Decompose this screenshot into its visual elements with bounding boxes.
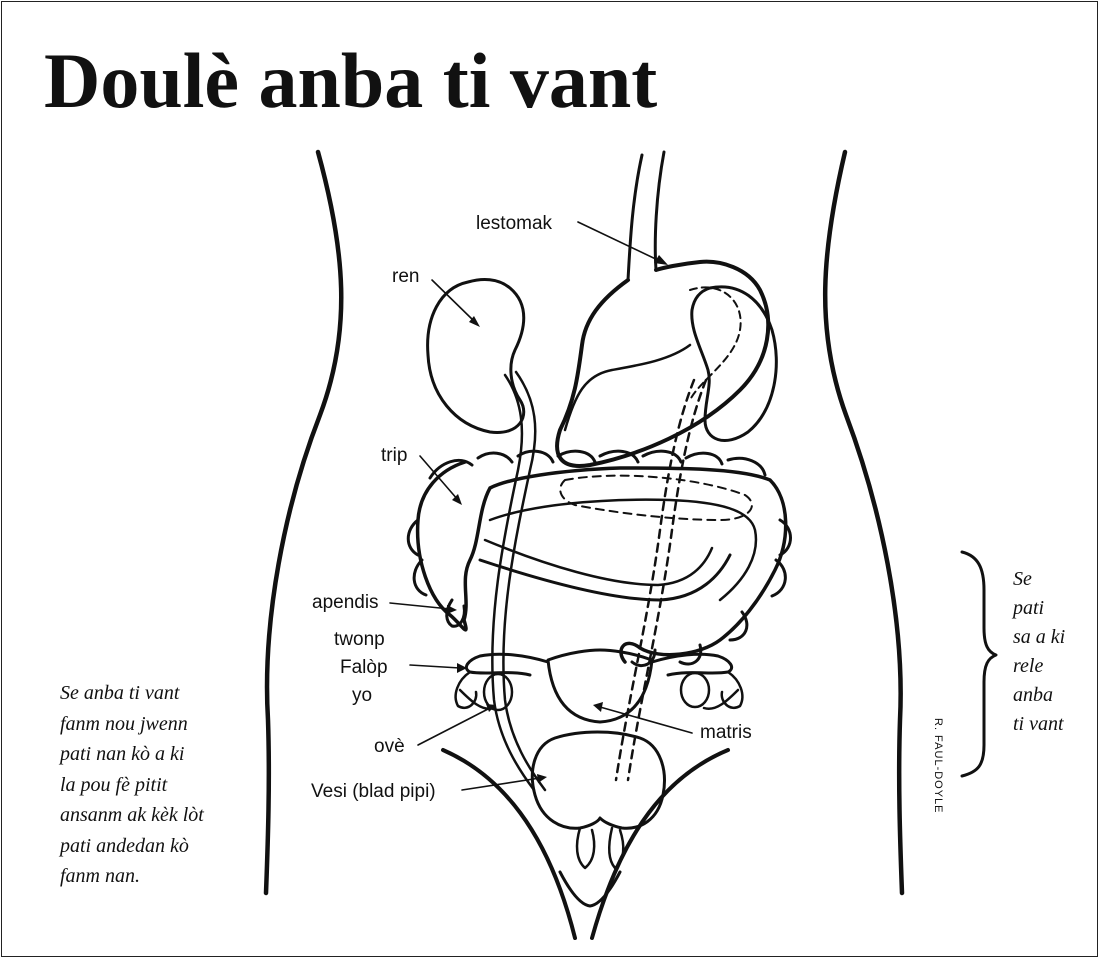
- label-ove: ovè: [374, 736, 405, 757]
- ovary-right: [681, 673, 709, 707]
- left-caption-line: fanm nan.: [60, 861, 204, 892]
- label-twonp-3: yo: [352, 685, 372, 706]
- label-trip: trip: [381, 445, 407, 466]
- left-caption-line: Se anba ti vant: [60, 678, 204, 709]
- right-caption: Se pati sa a ki rele anba ti vant: [1013, 565, 1065, 739]
- sigmoid: [480, 555, 730, 600]
- label-lestomak: lestomak: [476, 213, 553, 234]
- transverse-hidden: [560, 476, 752, 520]
- right-caption-line: ti vant: [1013, 710, 1065, 739]
- esophagus-inner: [655, 152, 664, 270]
- kidney-right: [692, 287, 777, 441]
- right-caption-line: anba: [1013, 681, 1065, 710]
- stomach-inner-curve: [565, 345, 690, 430]
- colon-inner: [490, 500, 756, 600]
- left-caption-line: pati nan kò a ki: [60, 739, 204, 770]
- left-caption-line: ansanm ak kèk lòt: [60, 800, 204, 831]
- label-matris: matris: [700, 722, 752, 743]
- right-caption-line: pati: [1013, 594, 1065, 623]
- colon-outer: [418, 462, 786, 662]
- arrowhead-vesi: [537, 774, 547, 783]
- label-vesi: Vesi (blad pipi): [311, 781, 436, 802]
- pointer-twonp: [410, 665, 460, 668]
- esophagus: [628, 155, 642, 280]
- label-ren: ren: [392, 266, 419, 287]
- label-twonp-1: twonp: [334, 629, 385, 650]
- ureter-left: [503, 372, 545, 790]
- bladder: [532, 732, 664, 828]
- label-apendis: apendis: [312, 592, 379, 613]
- body-outline-right: [825, 152, 902, 893]
- arrowhead-matris: [593, 702, 603, 712]
- groin-right: [592, 750, 728, 938]
- left-caption: Se anba ti vant fanm nou jwenn pati nan …: [60, 678, 204, 892]
- urethra: [577, 828, 623, 868]
- fallopian-tube-left: [466, 654, 548, 675]
- groin-left: [443, 750, 575, 938]
- right-caption-line: Se: [1013, 565, 1065, 594]
- pointer-lestomak: [578, 222, 662, 262]
- kidney-left: [428, 280, 524, 433]
- pointer-ove: [418, 708, 490, 745]
- arrowhead-apendis: [447, 605, 457, 614]
- artist-signature: R. FAUL-DOYLE: [928, 718, 944, 814]
- left-caption-line: fanm nou jwenn: [60, 709, 204, 740]
- right-caption-line: rele: [1013, 652, 1065, 681]
- label-twonp-2: Falòp: [340, 657, 388, 678]
- colon-haustra: [408, 451, 790, 665]
- left-caption-line: pati andedan kò: [60, 831, 204, 862]
- sigmoid-inner: [485, 540, 712, 585]
- curly-brace: [962, 552, 996, 776]
- ureter-left-inner: [492, 375, 534, 790]
- left-caption-line: la pou fè pitit: [60, 770, 204, 801]
- right-caption-line: sa a ki: [1013, 623, 1065, 652]
- stomach: [557, 262, 768, 466]
